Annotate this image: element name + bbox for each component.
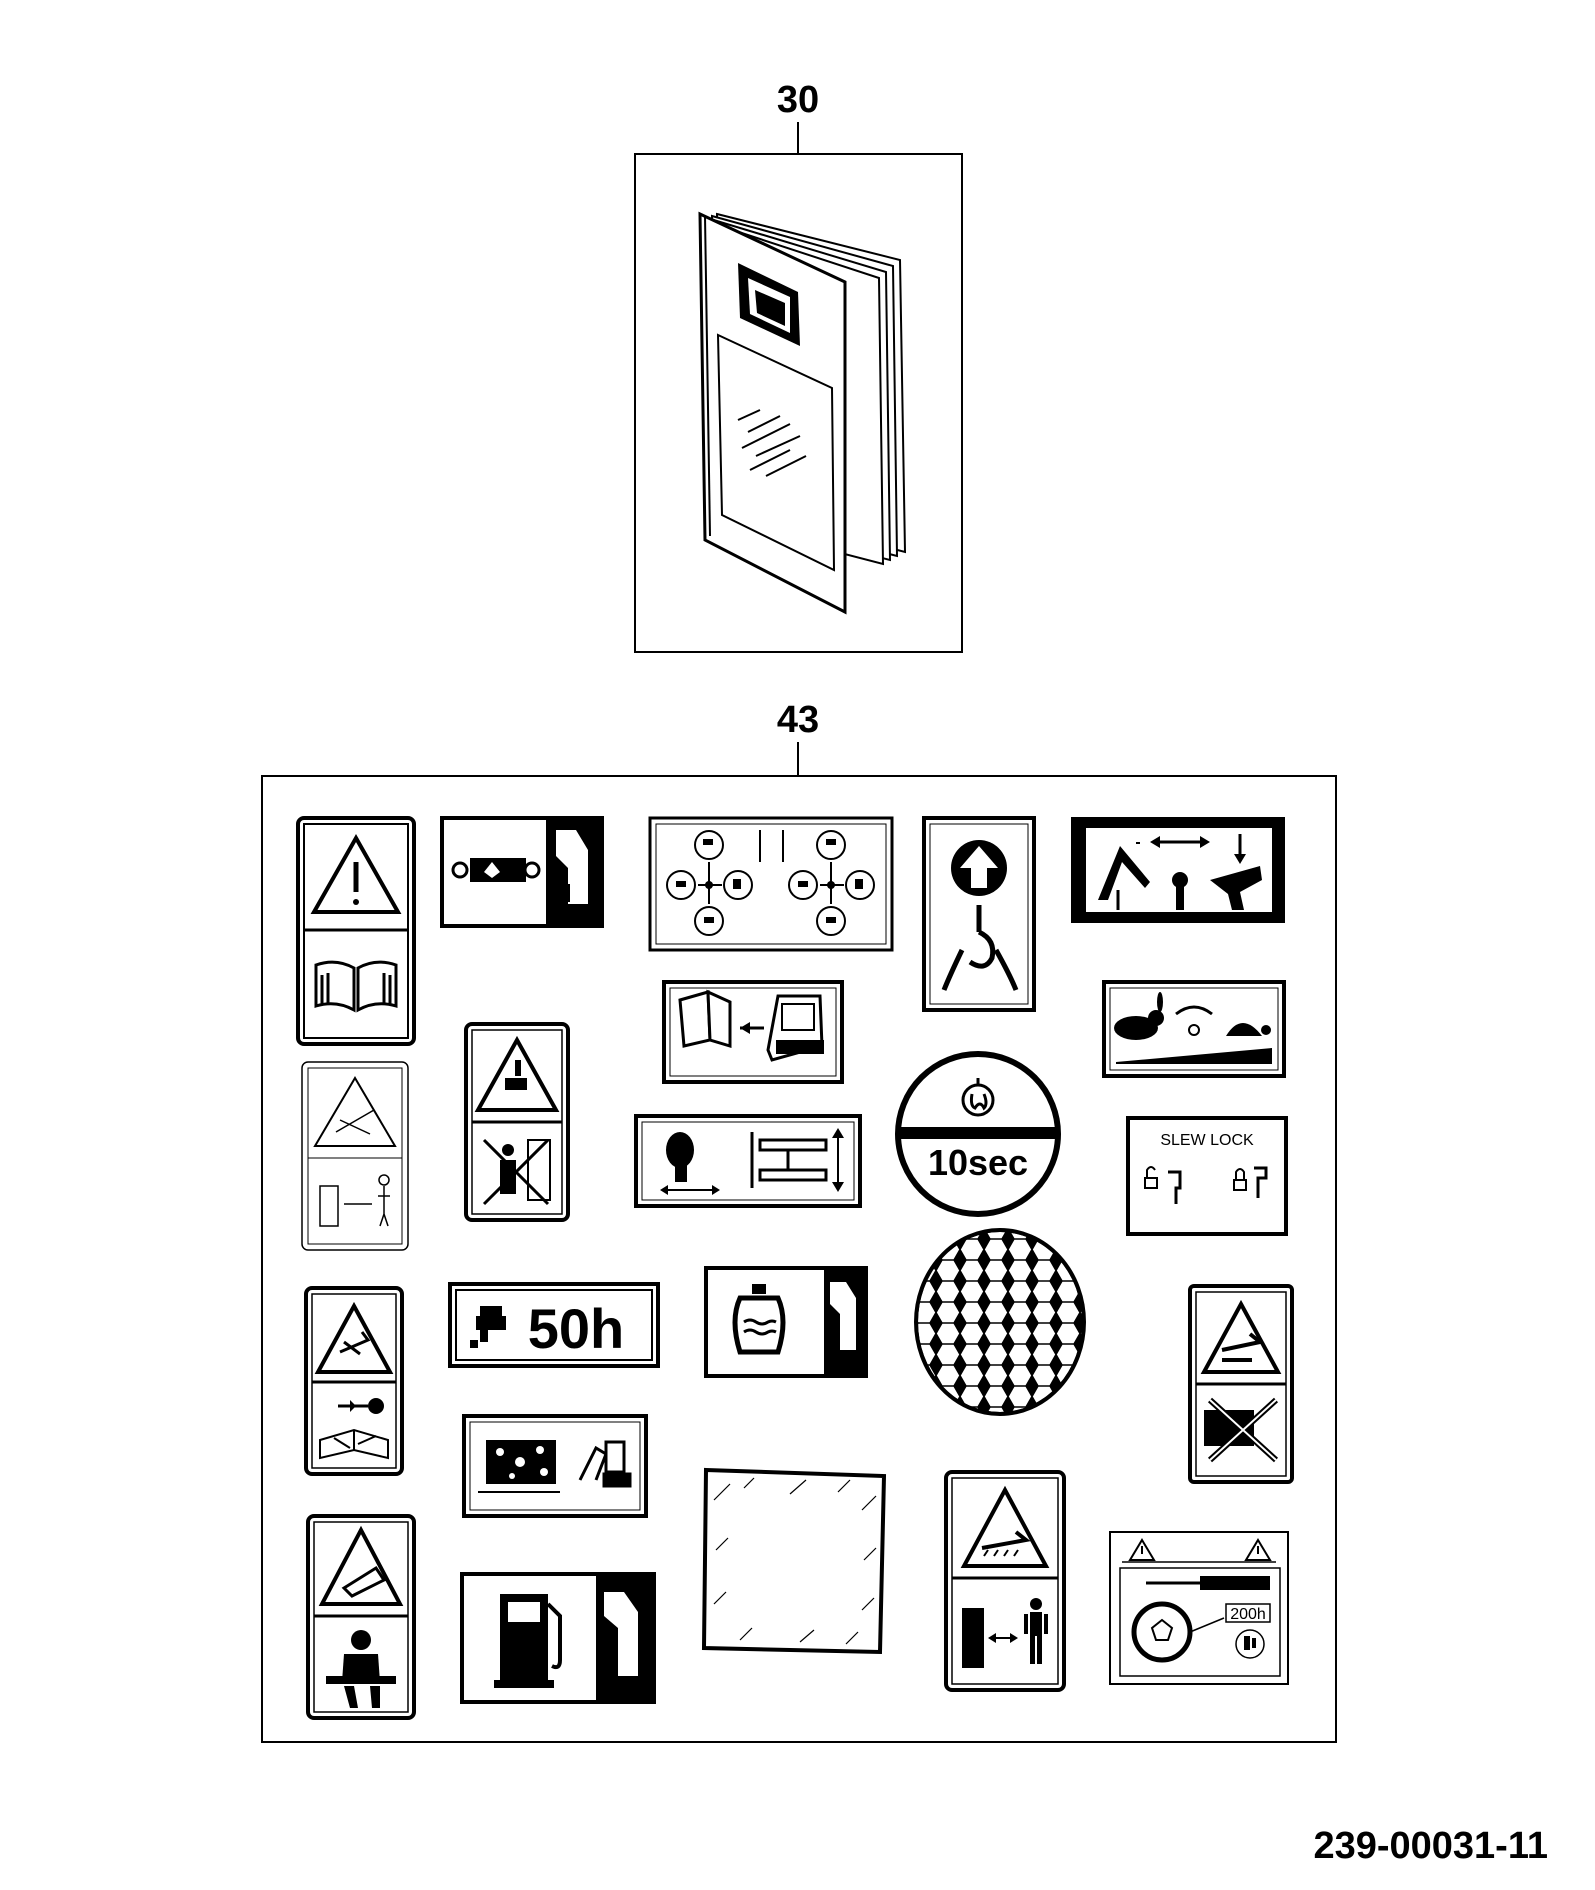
locked-padlock-icon xyxy=(1233,1168,1247,1191)
key-icon xyxy=(338,1398,384,1414)
decal-boom-controls xyxy=(1071,817,1285,923)
book-icon xyxy=(678,989,732,1049)
operator-manual-illustration xyxy=(698,211,907,615)
cab-compartment-icon xyxy=(766,994,824,1062)
coolant-nozzle-icon xyxy=(830,1282,856,1350)
fuel-nozzle-icon xyxy=(556,830,588,904)
decal-lifting-point xyxy=(922,816,1036,1012)
decal-crush-hazard-clearance xyxy=(301,1061,409,1251)
callout-30-label: 30 xyxy=(777,79,819,121)
grease-tap-icon xyxy=(470,1306,506,1348)
decal-engine-excavator xyxy=(462,1414,648,1518)
decal-speed-selector xyxy=(1102,980,1286,1078)
decal-grease-50h: 50h xyxy=(448,1282,660,1368)
lifting-hook-icon xyxy=(941,905,1019,991)
decal-preheat-10sec: 10sec xyxy=(895,1051,1061,1217)
decal-warning-read-manual xyxy=(296,816,416,1046)
drawing-reference-number: 239-00031-11 xyxy=(1313,1825,1548,1867)
coolant-icon xyxy=(732,1284,786,1355)
decal-hot-surface-clearance xyxy=(944,1470,1066,1692)
tortoise-icon xyxy=(1226,1023,1271,1036)
decal-blank-transparent xyxy=(701,1467,887,1655)
decal-hand-crush-key xyxy=(304,1286,404,1476)
decal-hexagon-disc xyxy=(914,1228,1086,1416)
decal-falling-object-hazard xyxy=(464,1022,570,1222)
callout-43-label: 43 xyxy=(777,699,819,741)
rabbit-icon xyxy=(1114,992,1164,1040)
excavator-icon xyxy=(578,1440,632,1488)
warning-triangle-right-icon xyxy=(1244,1538,1272,1561)
decal-hand-entanglement xyxy=(1188,1284,1294,1484)
manual-picture-panel xyxy=(716,333,836,572)
manual-icon xyxy=(319,1428,389,1460)
open-book-icon xyxy=(314,960,398,1013)
glow-plug-icon xyxy=(961,1083,995,1117)
joystick-icon xyxy=(666,1132,694,1182)
two-hundred-hour-text: 200h xyxy=(1230,1606,1266,1623)
decal-hydraulic-fluid xyxy=(440,816,604,928)
hydraulic-cylinder-icon xyxy=(451,858,541,882)
decal-refuel xyxy=(460,1572,656,1704)
decal-engine-coolant xyxy=(704,1266,868,1378)
decal-joystick-tracks xyxy=(634,1114,862,1208)
refuel-nozzle-icon xyxy=(604,1592,638,1676)
decal-service-200h: 200h xyxy=(1109,1531,1289,1685)
decal-seat-belt xyxy=(306,1514,416,1720)
ten-sec-text: 10sec xyxy=(928,1142,1028,1183)
seated-operator-icon xyxy=(326,1630,396,1708)
decal-slew-lock: SLEW LOCK xyxy=(1126,1116,1288,1236)
fuel-pump-icon xyxy=(494,1594,562,1688)
no-hand-icon xyxy=(1204,1397,1279,1463)
decal-manual-storage xyxy=(662,980,844,1084)
engine-icon xyxy=(478,1440,560,1493)
slew-lock-text: SLEW LOCK xyxy=(1160,1132,1254,1149)
unlocked-padlock-icon xyxy=(1144,1166,1158,1189)
decal-control-pattern xyxy=(648,816,894,952)
person-icon xyxy=(1024,1598,1048,1664)
warning-triangle-left-icon xyxy=(1128,1538,1156,1561)
fifty-hour-text: 50h xyxy=(528,1297,625,1360)
warning-triangle-icon xyxy=(310,833,402,914)
